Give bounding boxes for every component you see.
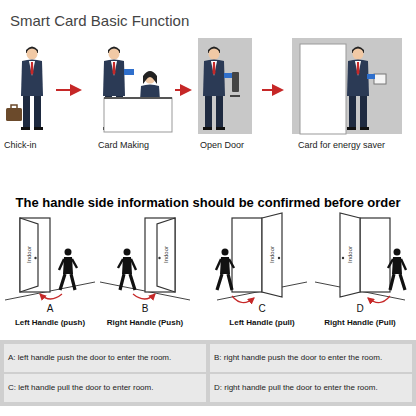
table-cell: C: left handle pull the door to enter ro… (8, 374, 202, 402)
table-cell: A: left handle push the door to enter th… (8, 344, 202, 372)
table-cell: B: right handle push the door to enter t… (214, 344, 408, 372)
door-text: Indoor (269, 235, 276, 275)
door-caption: Left Handle (push) (0, 318, 100, 328)
heading: The handle side information should be co… (4, 195, 412, 211)
door-letter: A (10, 303, 90, 315)
door-caption: Right Handle (Pull) (310, 318, 410, 328)
door-text: Indoor (26, 235, 33, 275)
door-letter: C (222, 303, 302, 315)
step-label: Card for energy saver (298, 140, 410, 151)
title: Smart Card Basic Function (10, 12, 189, 30)
step-label: Chick-in (4, 140, 64, 151)
door-letter: B (105, 303, 185, 315)
door-caption: Left Handle (pull) (212, 318, 312, 328)
door-text: Indoor (347, 235, 354, 275)
door-text: Indoor (163, 235, 170, 275)
table-cell: D: right handle pull the door to enter t… (214, 374, 408, 402)
step-label: Open Door (200, 140, 270, 151)
step-label: Card Making (98, 140, 178, 151)
door-letter: D (320, 303, 400, 315)
door-caption: Right Handle (Push) (95, 318, 195, 328)
